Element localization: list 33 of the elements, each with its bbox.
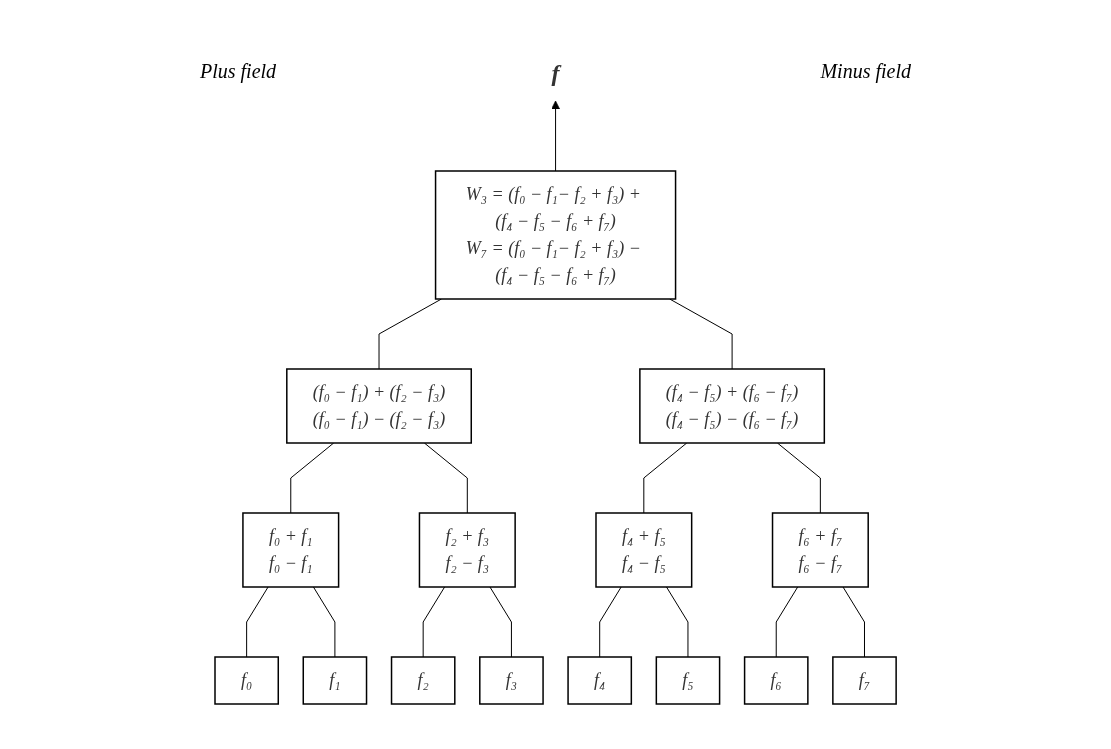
connector <box>643 442 688 514</box>
connector <box>246 586 269 658</box>
field-label: Minus field <box>820 60 911 83</box>
node-box: f₃ <box>479 656 544 705</box>
node-box: W₃ = (f₀ − f₁− f₂ + f₃) + (f₄ − f₅ − f₆ + f₇) W₇ = (f₀ − f₁− f₂ + f₃) − (f₄ − f₅ − f₆ + f₇) <box>434 170 677 300</box>
node-box: f₄ + f₅ f₄ − f₅ <box>595 512 693 588</box>
node-box: f₀ + f₁ f₀ − f₁ <box>242 512 340 588</box>
connector <box>669 298 733 370</box>
node-box: f₅ <box>655 656 721 705</box>
node-box: f₄ <box>567 656 632 705</box>
connector <box>776 442 821 514</box>
arrow <box>551 100 560 172</box>
connector <box>489 586 512 658</box>
node-box: f₁ <box>302 656 368 705</box>
node-box: f₆ <box>743 656 809 705</box>
node-box: (f₀ − f₁) + (f₂ − f₃) (f₀ − f₁) − (f₂ − f₃) <box>286 368 472 444</box>
node-box: f₀ <box>214 656 279 705</box>
node-box: f₂ <box>390 656 456 705</box>
connector <box>378 298 442 370</box>
connector <box>775 586 799 658</box>
connector <box>423 442 468 514</box>
connector <box>842 586 865 658</box>
connector <box>290 442 335 514</box>
connector <box>665 586 689 658</box>
connector <box>422 586 446 658</box>
connector <box>599 586 622 658</box>
node-box: f₂ + f₃ f₂ − f₃ <box>418 512 516 588</box>
connector <box>312 586 336 658</box>
node-box: (f₄ − f₅) + (f₆ − f₇) (f₄ − f₅) − (f₆ − f₇) <box>639 368 825 444</box>
node-text: f <box>551 60 560 86</box>
field-label: Plus field <box>200 60 277 83</box>
node-box: f₇ <box>832 656 897 705</box>
node-box: f₆ + f₇ f₆ − f₇ <box>771 512 869 588</box>
